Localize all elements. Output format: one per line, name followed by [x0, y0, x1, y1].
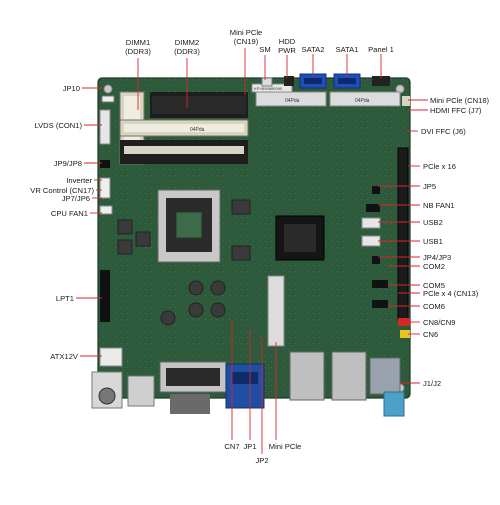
mini-pcie-slots: 04Pda 04Pda KPV890880090: [251, 83, 401, 107]
mounting-hole: [103, 84, 113, 94]
label-usb2: USB2: [423, 218, 443, 227]
label-sata1: SATA1: [335, 45, 359, 54]
label-cpu-fan1: CPU FAN1: [50, 209, 88, 218]
dimm-slots: 04Pda 04Pda: [119, 91, 249, 165]
label-jp1: JP1: [243, 442, 257, 451]
label-mini-pcie-bottom: Mini PCle: [268, 442, 302, 451]
mini-pcie-marking-b: 04Pda: [355, 98, 370, 104]
mini-pcie-marking-a: 04Pda: [285, 98, 300, 104]
label-com5: COM5: [423, 281, 445, 290]
label-j1-j2: J1/J2: [423, 379, 442, 388]
label-jp9-jp8: JP9/JP8: [53, 159, 82, 168]
label-com2: COM2: [423, 262, 445, 271]
label-usb1: USB1: [423, 237, 443, 246]
label-jp7-jp6: JP7/JP6: [61, 194, 90, 203]
dimm-marking-top: 04Pda: [190, 127, 205, 133]
top-connectors: [261, 73, 410, 106]
label-dimm2: DIMM2(DDR3): [174, 38, 200, 56]
label-panel1: Panel 1: [368, 45, 394, 54]
label-cn7: CN7: [224, 442, 240, 451]
label-atx12v: ATX12V: [50, 352, 78, 361]
label-jp10: JP10: [62, 84, 80, 93]
label-jp2: JP2: [255, 456, 269, 465]
left-headers: [99, 95, 123, 367]
label-cn8-cn9: CN8/CN9: [423, 318, 456, 327]
dimm-marking-bottom: 04Pda: [160, 155, 175, 161]
label-sm: SM: [259, 45, 271, 54]
barcode-marking: KPV890880090: [254, 86, 283, 91]
label-dvi-ffc: DVI FFC (J6): [421, 127, 466, 136]
label-inverter: Inverter: [66, 176, 92, 185]
label-cn6: CN6: [423, 330, 439, 339]
pcie-x16-slot: [397, 147, 409, 321]
label-lpt1: LPT1: [55, 294, 74, 303]
rear-io: [91, 351, 405, 417]
label-dimm1: DIMM1(DDR3): [125, 38, 151, 56]
leader-lines: [76, 48, 428, 454]
label-lvds: LVDS (CON1): [34, 121, 82, 130]
label-mini-pcie-cn18: Mini PCle (CN18): [430, 96, 490, 105]
label-sata2: SATA2: [301, 45, 325, 54]
chipset: [275, 215, 325, 261]
vrm-components: [117, 199, 251, 326]
label-hdmi-ffc: HDMI FFC (J7): [430, 106, 482, 115]
label-pcie-x16: PCle x 16: [423, 162, 456, 171]
label-nb-fan1: NB FAN1: [423, 201, 455, 210]
label-pcie-x4: PCle x 4 (CN13): [423, 289, 479, 298]
label-jp5: JP5: [423, 182, 437, 191]
label-jp4-jp3: JP4/JP3: [423, 253, 452, 262]
right-headers: [361, 186, 410, 338]
mini-pcie-bottom-slot: [267, 275, 285, 347]
label-mini-pcie-cn19: Mini PCle(CN19): [229, 28, 263, 46]
label-com6: COM6: [423, 302, 445, 311]
cpu-socket: [157, 189, 221, 263]
label-vr-control: VR Control (CN17): [30, 186, 94, 195]
